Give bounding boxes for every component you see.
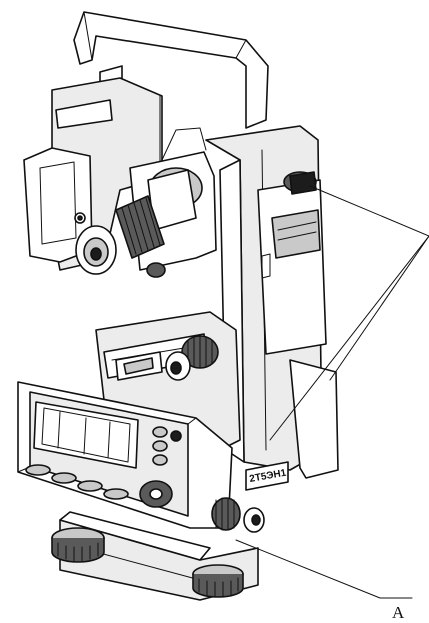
levelling-screw-right-icon (192, 564, 244, 598)
battery-pack (257, 179, 327, 355)
callout-lines-right (269, 185, 429, 441)
callout-line-a (235, 539, 413, 599)
key-icon (152, 454, 168, 466)
focusing-ring-icon (115, 195, 165, 259)
circular-bubble-level (115, 351, 163, 381)
lcd-display (33, 401, 139, 469)
key-icon (51, 472, 77, 484)
key-icon (149, 488, 163, 500)
power-key-icon (170, 430, 182, 442)
eyepiece-icon (75, 225, 117, 275)
levelling-screw-left-icon (51, 527, 105, 563)
key-icon (152, 426, 168, 438)
model-plate: 2T5ЭН1 (245, 461, 289, 491)
key-icon (25, 464, 51, 476)
key-icon (103, 488, 129, 500)
key-icon (77, 480, 103, 492)
battery-knob-icon (283, 171, 317, 195)
vertical-tangent-knob-icon (165, 335, 219, 381)
key-icon (152, 440, 168, 452)
left-standard (23, 77, 163, 271)
horizontal-tangent-screw-icon (211, 497, 265, 533)
tangent-screw-top-icon (146, 262, 166, 278)
callout-label-a: A (392, 603, 405, 622)
keypad (25, 426, 182, 508)
